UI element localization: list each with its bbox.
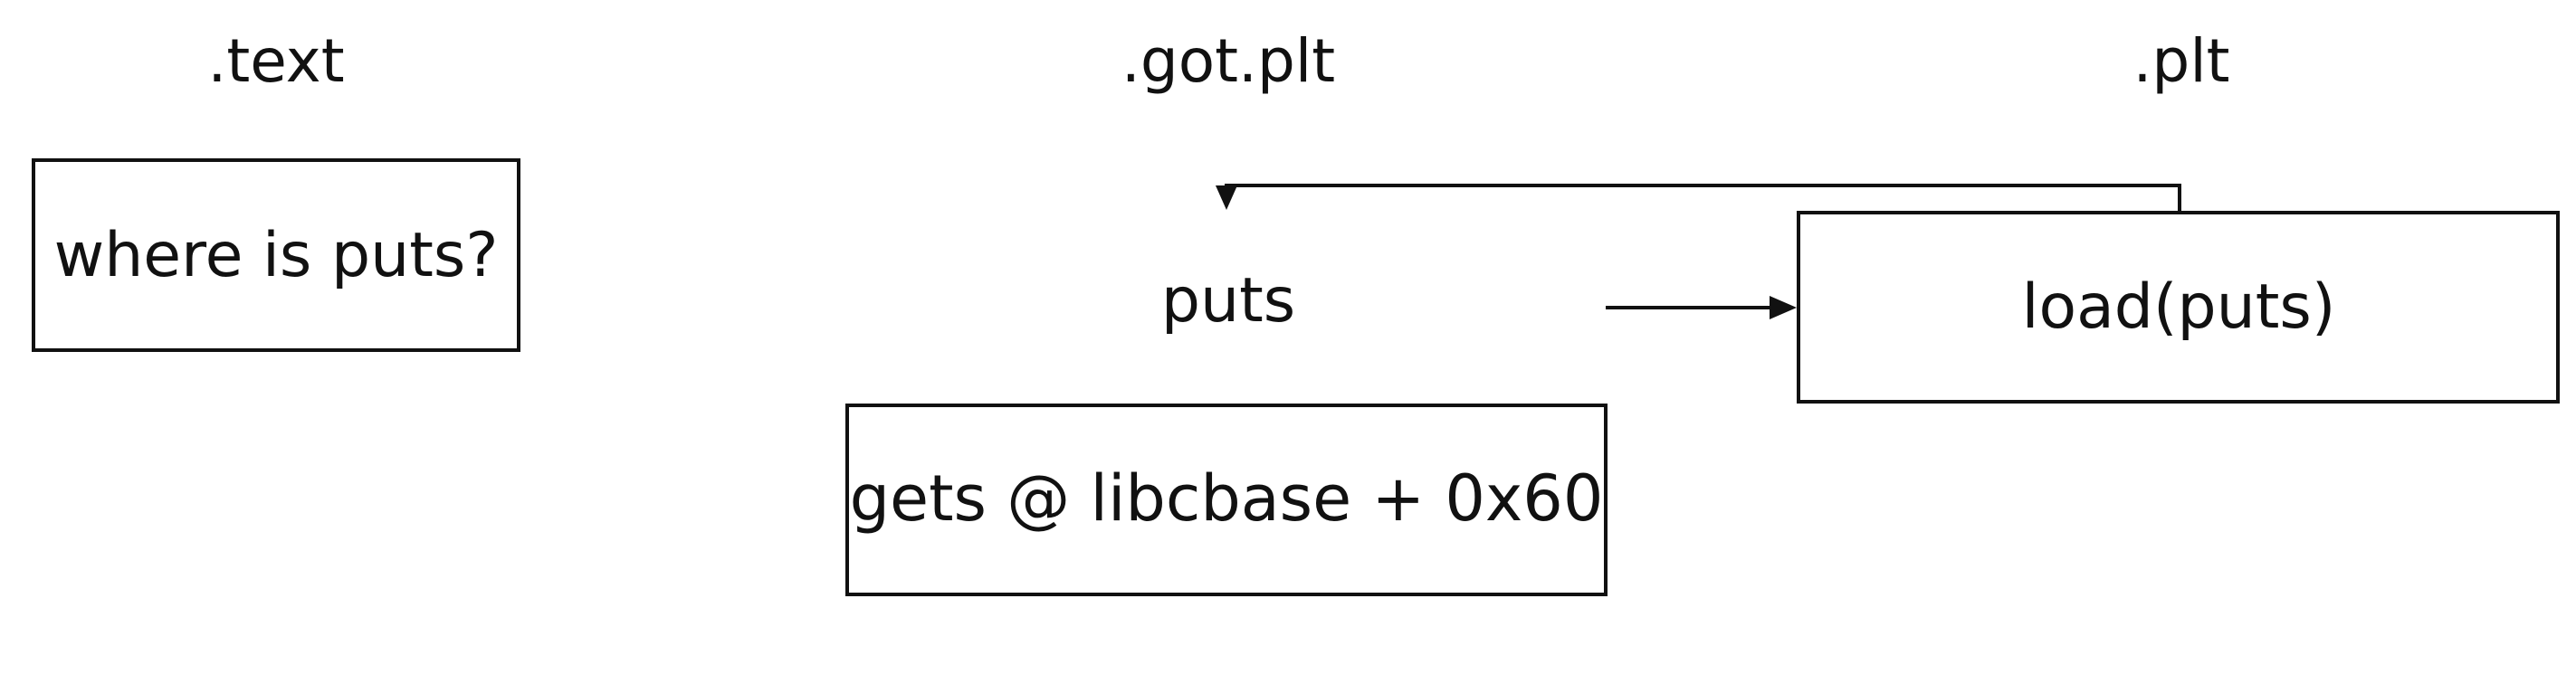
got-plt-entry-label: puts — [1161, 265, 1295, 337]
got-plt-address-label: gets @ libcbase + 0x60 — [850, 461, 1604, 536]
got-plt-section-heading: .got.plt — [1121, 26, 1335, 96]
text-section-box — [32, 158, 520, 352]
got-plt-address-box — [845, 404, 1608, 596]
load-to-puts-return-arrowhead-icon — [1216, 185, 1237, 210]
text-section-heading: .text — [207, 26, 344, 96]
plt-section-heading: .plt — [2132, 26, 2229, 96]
plt-load-label: load(puts) — [2022, 271, 2336, 343]
puts-to-load-arrowhead-icon — [1770, 296, 1797, 319]
text-section-box-label: where is puts? — [54, 220, 499, 291]
load-to-puts-return-connector — [1225, 184, 2181, 213]
